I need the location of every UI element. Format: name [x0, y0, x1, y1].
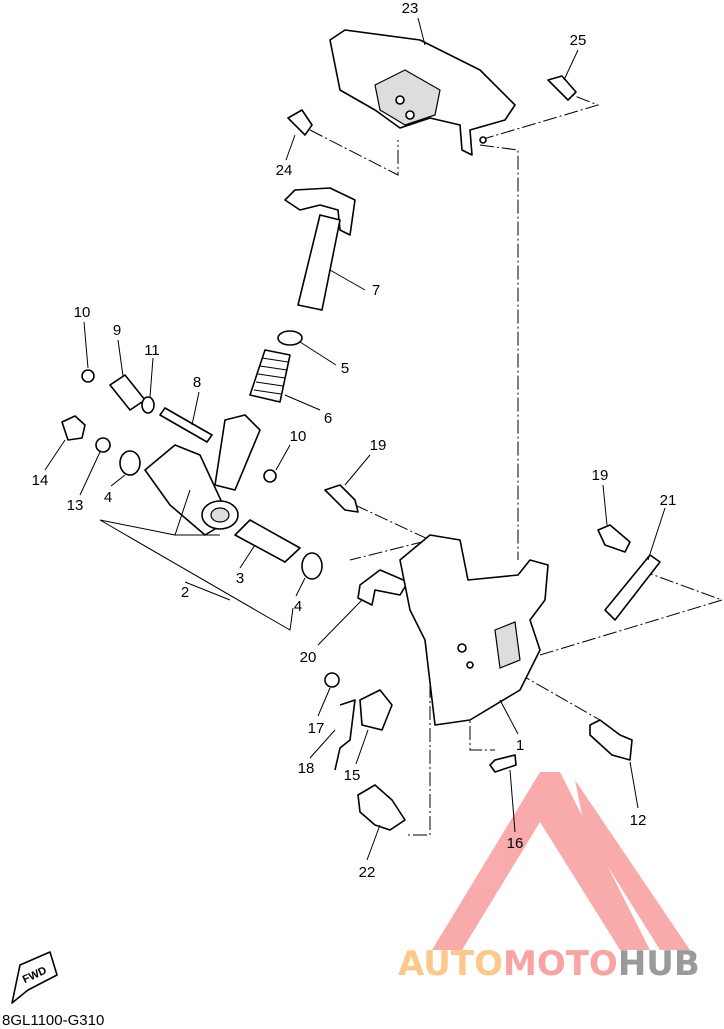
diagram-code: 8GL1100-G310	[2, 1012, 105, 1029]
callout-23: 23	[402, 0, 419, 17]
callout-14: 14	[32, 472, 49, 489]
reference-lines	[309, 94, 724, 836]
callout-15: 15	[344, 767, 361, 784]
watermark-moto: MOTO	[502, 944, 618, 984]
callout-11: 11	[144, 342, 160, 359]
part-13-washer	[95, 437, 111, 453]
part-19-bolt	[597, 524, 631, 553]
callout-13: 13	[67, 497, 84, 514]
callout-2: 2	[181, 584, 189, 601]
part-23-cover	[329, 29, 516, 156]
callout-4: 4	[104, 489, 112, 506]
callout-9: 9	[113, 322, 121, 339]
callout-labels: 1 2 3 4 4 5 6 7 8 9 10 10 11 12 13 14 15…	[32, 0, 677, 881]
callout-5: 5	[341, 360, 349, 377]
part-21-plate	[604, 554, 661, 621]
callout-12: 12	[630, 812, 647, 829]
part-12-bolt	[589, 719, 633, 761]
callout-17: 17	[308, 720, 325, 737]
part-1-bracket	[399, 534, 549, 726]
part-19-bolt	[324, 484, 359, 513]
part-22-sensor	[357, 784, 406, 831]
callout-6: 6	[324, 410, 332, 427]
watermark-logo-triangle	[432, 772, 690, 950]
callout-16: 16	[507, 835, 524, 852]
part-3-collar	[234, 519, 301, 563]
callout-10b: 10	[290, 428, 307, 445]
part-6-spring	[249, 349, 291, 403]
callout-24: 24	[276, 162, 293, 179]
callout-20: 20	[300, 649, 317, 666]
part-25-clip	[547, 75, 577, 101]
callout-22: 22	[359, 864, 376, 881]
part-17-nut	[324, 672, 340, 688]
callout-21: 21	[660, 492, 677, 509]
callout-7: 7	[372, 282, 380, 299]
callout-19: 19	[370, 437, 387, 454]
leader-lines	[44, 17, 666, 861]
watermark-hub: HUB	[617, 944, 700, 984]
callout-3: 3	[236, 570, 244, 587]
part-4-bushing	[119, 450, 141, 476]
watermark-auto: AUTO	[398, 944, 503, 984]
fwd-arrow-icon: FWD	[11, 951, 58, 1004]
callout-8: 8	[193, 374, 201, 391]
part-8-pin	[159, 407, 213, 443]
part-16-bolt	[489, 754, 517, 773]
part-10-clip	[263, 469, 277, 483]
part-2-shift-shaft	[144, 414, 261, 536]
part-14-nut	[61, 415, 86, 441]
callout-1: 1	[516, 737, 524, 754]
part-10-clip	[81, 369, 95, 383]
watermark-text: AUTOMOTOHUB	[398, 944, 700, 984]
callout-4b: 4	[294, 598, 302, 615]
callout-19b: 19	[592, 467, 609, 484]
part-7-shift-lever	[284, 187, 356, 311]
part-18-lead	[334, 699, 356, 771]
part-5-washer	[277, 330, 303, 346]
callout-18: 18	[298, 760, 315, 777]
callout-10: 10	[74, 304, 91, 321]
part-4-bushing	[301, 552, 323, 580]
part-15-switch	[359, 689, 393, 731]
part-9-collar	[109, 374, 146, 411]
part-11-washer	[141, 396, 155, 414]
part-20-bracket	[357, 569, 409, 606]
part-24-clip	[287, 109, 313, 136]
callout-25: 25	[570, 32, 587, 49]
